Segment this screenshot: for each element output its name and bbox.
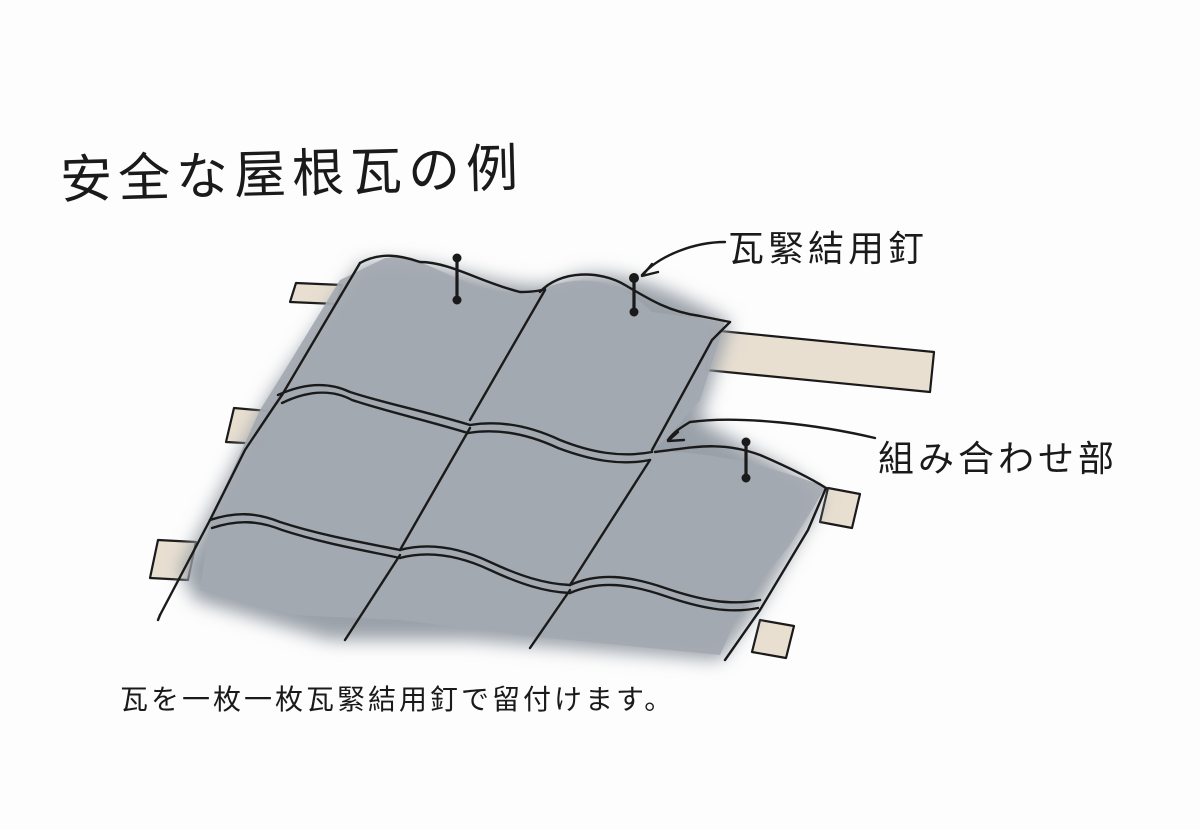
tile-top-edge-lower-right [653,445,828,490]
overlap-ridge-row2-left-under [210,521,402,560]
nail-center [629,273,639,317]
tile-left-edge-upper [280,261,362,397]
tile-outlines [156,254,828,662]
overlap-ridge-row1-left-under [280,391,470,435]
leader-lines [640,240,877,443]
label-interlock-joint: 組み合わせ部 [878,439,1119,480]
tile-seam-middle-right [568,458,652,587]
tile-seam-upper [468,288,547,422]
tile-seam-lower-left [343,553,402,642]
overlap-ridge-row2-mid-under [398,553,572,595]
diagram-title: 安全な屋根瓦の例 [59,138,525,211]
tile-left-edge-middle [208,393,284,522]
overlap-ridge-row2-right [568,575,762,604]
overlap-ridge-row2-mid [398,545,572,587]
arrow-to-joint [666,418,877,442]
tile-seam-middle [398,426,472,552]
tile-nails [452,253,751,483]
diagram-caption: 瓦を一枚一枚瓦緊結用釘で留付けます。 [120,683,676,716]
nail-right [741,437,751,483]
overlap-ridge-row2-left [208,513,402,552]
overlap-ridge-row1-right-under [466,430,652,464]
overlap-ridge-row1-left [276,383,472,427]
batten-bottom-right [750,618,796,660]
battens [148,281,936,660]
batten-middle-right [818,486,862,530]
roof-body [180,257,826,660]
tile-right-edge-upper [650,320,732,452]
tile-seam-lower-right [528,588,572,650]
arrow-to-nail [640,240,727,277]
batten-top-right [704,328,936,394]
tile-bottom-edge [156,613,162,622]
tile-right-edge-lower [723,486,828,662]
overlap-ridge-row2-right-under [568,583,760,612]
arrow-to-nail-head [640,262,660,278]
tile-top-edge-left [358,254,547,294]
nail-left [452,253,462,305]
tile-top-edge-right [538,273,732,324]
roof-tiles-fill [200,257,826,655]
arrow-to-joint-head [666,430,686,443]
label-tile-nail: 瓦緊結用釘 [728,229,929,270]
tile-left-edge-lower [158,518,212,617]
overlap-ridge-row1-right [468,422,654,456]
